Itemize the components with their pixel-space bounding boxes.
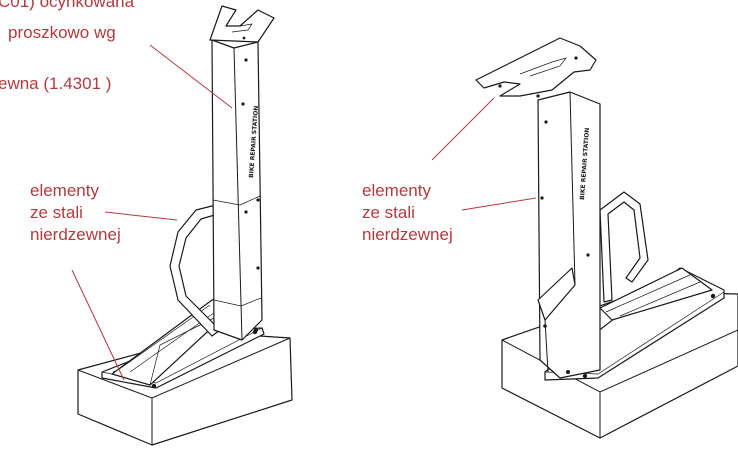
left-stainless-label: elementy ze stali nierdzewnej [30,180,121,246]
right-wheel-stand [599,267,713,321]
right-label-line-1: elementy [362,181,431,200]
left-label-line-1: elementy [30,181,99,200]
right-label-line-3: nierdzewnej [362,225,453,244]
spec-annotation-bottom: ewna (1.4301 ) [0,73,111,95]
left-top-holder [209,5,275,43]
left-station: BIKE REPAIR STATION [77,5,293,446]
right-stainless-label: elementy ze stali nierdzewnej [362,180,453,246]
leader-right-column [461,197,537,211]
right-top-holder [475,37,597,98]
right-label-line-2: ze stali [362,203,415,222]
right-column: BIKE REPAIR STATION [537,91,601,379]
spec-line-3: ewna (1.4301 ) [0,74,112,93]
leader-left-base [71,269,125,381]
left-label-line-3: nierdzewnej [30,225,121,244]
spec-annotation-middle: proszkowo wg [8,22,116,44]
left-label-line-2: ze stali [30,203,83,222]
spec-annotation-top: C01) ocynkowana [0,0,134,13]
spec-line-2: proszkowo wg [8,23,116,42]
leader-left-tube [104,211,178,221]
left-column: BIKE REPAIR STATION [211,39,263,341]
right-station: BIKE REPAIR STATION [475,37,738,439]
leader-right-holder [431,97,495,161]
leader-lines [71,44,537,381]
right-stainless-tube [599,191,649,303]
leader-spec-top [149,44,233,109]
spec-line-1: C01) ocynkowana [0,0,135,11]
